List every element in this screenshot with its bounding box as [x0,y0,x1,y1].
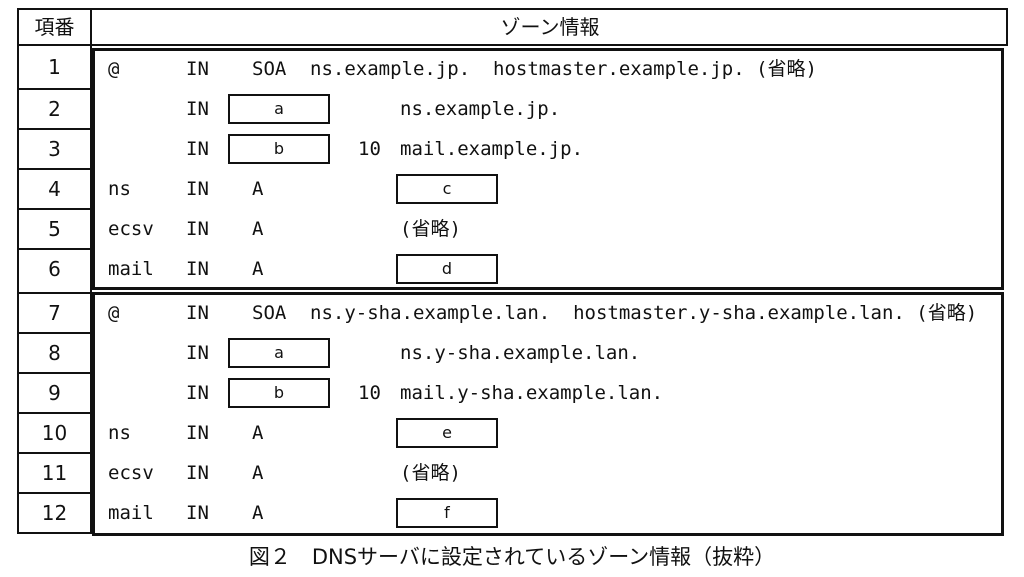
record-value: mail.y-sha.example.lan. [400,382,664,404]
record-name: ecsv [108,218,154,240]
record-class: IN [186,98,209,120]
answer-blank-a: a [228,338,330,368]
record-type: A [252,462,264,484]
record-value: ns.y-sha.example.lan. [400,342,641,364]
item-number: 5 [17,208,92,248]
answer-blank-c: c [396,174,498,204]
answer-blank-f: f [396,498,498,528]
zone-group-y-sha-example-lan [92,292,1004,536]
item-number: 7 [17,292,92,332]
item-number: 12 [17,492,92,532]
record-name: ns [108,178,131,200]
answer-blank-b: b [228,378,330,408]
record-type: A [252,258,264,280]
record-name: mail [108,502,154,524]
zone-group-example-jp [92,48,1004,290]
record-name: mail [108,258,154,280]
item-number: 10 [17,412,92,452]
answer-blank-a: a [228,94,330,124]
record-class: IN [186,342,209,364]
header-divider [17,44,1008,46]
item-number: 6 [17,248,92,288]
record-class: IN [186,258,209,280]
record-class: IN [186,218,209,240]
answer-blank-d: d [396,254,498,284]
record-type: A [252,218,264,240]
item-number: 4 [17,168,92,208]
record-type: A [252,178,264,200]
record-value: (省略) [400,462,461,484]
item-number: 1 [48,55,61,79]
record-class: IN [186,58,209,80]
record-value: (省略) [400,218,461,240]
figure-caption: 図２ DNSサーバに設定されているゾーン情報（抜粋） [248,545,776,569]
header-zone-info: ゾーン情報 [500,15,600,39]
item-number: 11 [17,452,92,492]
record-type: SOA [252,302,287,324]
item-number: 2 [17,88,92,128]
item-number: 8 [17,332,92,372]
record-name: @ [108,58,120,80]
record-class: IN [186,178,209,200]
item-number: 9 [17,372,92,412]
record-value: ns.y-sha.example.lan. hostmaster.y-sha.e… [310,302,978,324]
record-class: IN [186,502,209,524]
mx-preference: 10 [358,382,381,404]
record-class: IN [186,138,209,160]
record-type: A [252,422,264,444]
record-value: ns.example.jp. [400,98,561,120]
record-class: IN [186,302,209,324]
record-class: IN [186,422,209,444]
record-type: A [252,502,264,524]
record-value: mail.example.jp. [400,138,584,160]
record-type: SOA [252,58,287,80]
record-class: IN [186,462,209,484]
item-number: 3 [17,128,92,168]
record-name: @ [108,302,120,324]
mx-preference: 10 [358,138,381,160]
answer-blank-e: e [396,418,498,448]
record-name: ns [108,422,131,444]
record-value: ns.example.jp. hostmaster.example.jp. (省… [310,58,817,80]
header-item-number: 項番 [34,15,75,39]
record-class: IN [186,382,209,404]
record-name: ecsv [108,462,154,484]
header-box [92,8,1008,46]
item-number-column [17,8,92,534]
answer-blank-b: b [228,134,330,164]
